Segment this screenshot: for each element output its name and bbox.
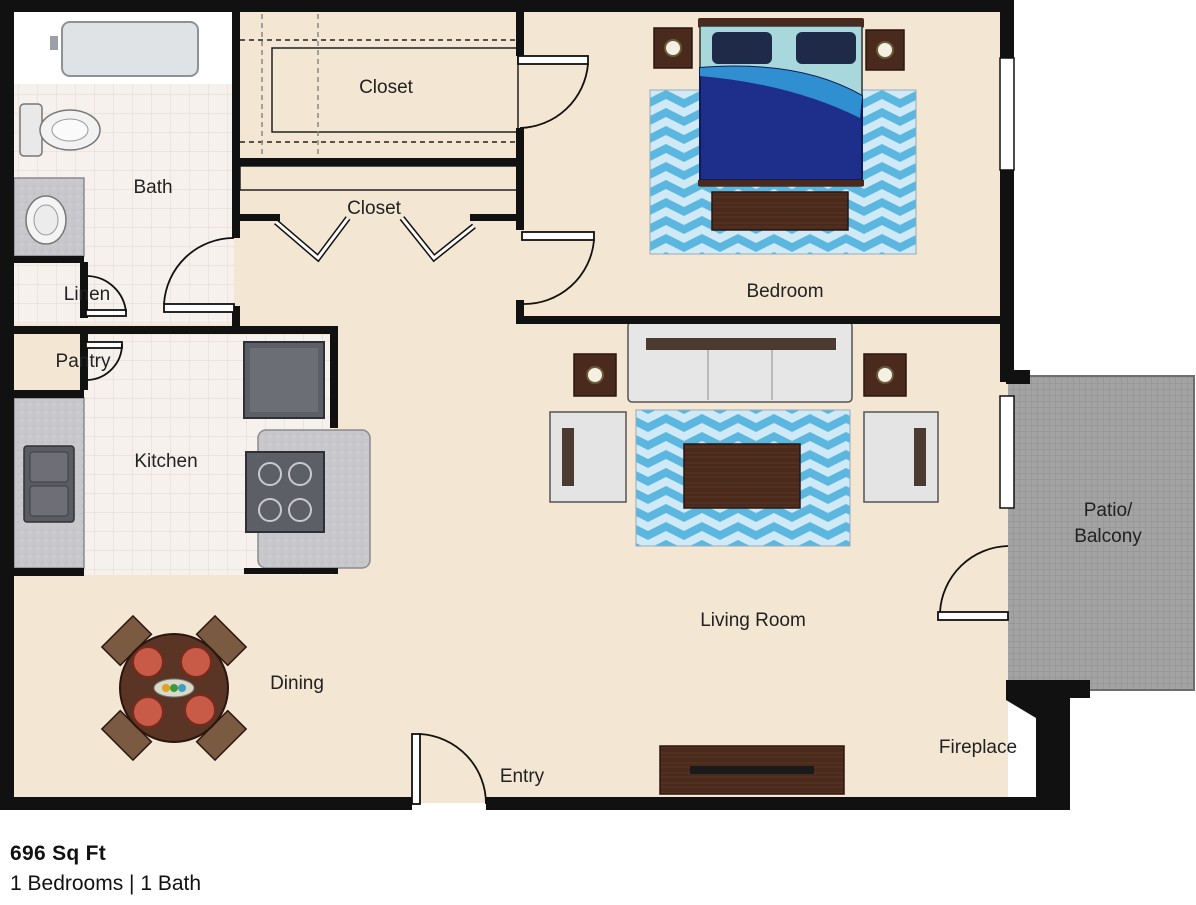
label-closet-top: Closet <box>359 77 414 98</box>
plan-summary: 696 Sq Ft 1 Bedrooms | 1 Bath <box>10 842 201 896</box>
nightstand-right <box>865 29 905 71</box>
floor-plan: Bath Closet Closet Bedroom Linen Pantry … <box>0 0 1195 810</box>
square-footage: 696 Sq Ft <box>10 842 107 865</box>
end-table-left <box>573 353 617 397</box>
doors <box>85 55 1009 805</box>
stove <box>245 451 325 533</box>
coffee-table <box>683 443 801 509</box>
sofa <box>627 321 853 403</box>
bench <box>711 191 849 231</box>
label-pantry: Pantry <box>56 351 111 372</box>
label-living-room: Living Room <box>700 610 806 631</box>
label-patio-line1: Patio/ <box>1084 500 1133 521</box>
end-table-right <box>863 353 907 397</box>
bed <box>698 18 864 187</box>
kitchen-counter <box>13 397 85 569</box>
closet-shelf <box>240 14 519 158</box>
window-living <box>999 395 1015 509</box>
walls <box>0 0 1090 810</box>
refrigerator <box>243 341 325 419</box>
label-fireplace: Fireplace <box>939 737 1017 758</box>
bath-vanity <box>13 177 85 257</box>
label-bath: Bath <box>133 177 172 198</box>
patio-floor <box>1008 376 1194 690</box>
dining-set <box>100 614 248 762</box>
armchair-right <box>863 411 939 503</box>
label-closet-hall: Closet <box>347 198 402 219</box>
label-dining: Dining <box>270 673 324 694</box>
armchair-left <box>549 411 627 503</box>
tv-console <box>659 745 845 795</box>
label-patio-line2: Balcony <box>1074 526 1142 547</box>
label-kitchen: Kitchen <box>134 451 197 472</box>
label-bedroom: Bedroom <box>746 281 823 302</box>
bathtub <box>14 12 234 84</box>
window-bedroom <box>999 57 1015 171</box>
toilet <box>19 103 101 157</box>
bed-bath-count: 1 Bedrooms | 1 Bath <box>10 872 202 895</box>
label-entry: Entry <box>500 766 545 787</box>
nightstand-left <box>653 27 693 69</box>
hall-closet-shelf <box>239 165 519 191</box>
label-linen: Linen <box>64 284 111 305</box>
